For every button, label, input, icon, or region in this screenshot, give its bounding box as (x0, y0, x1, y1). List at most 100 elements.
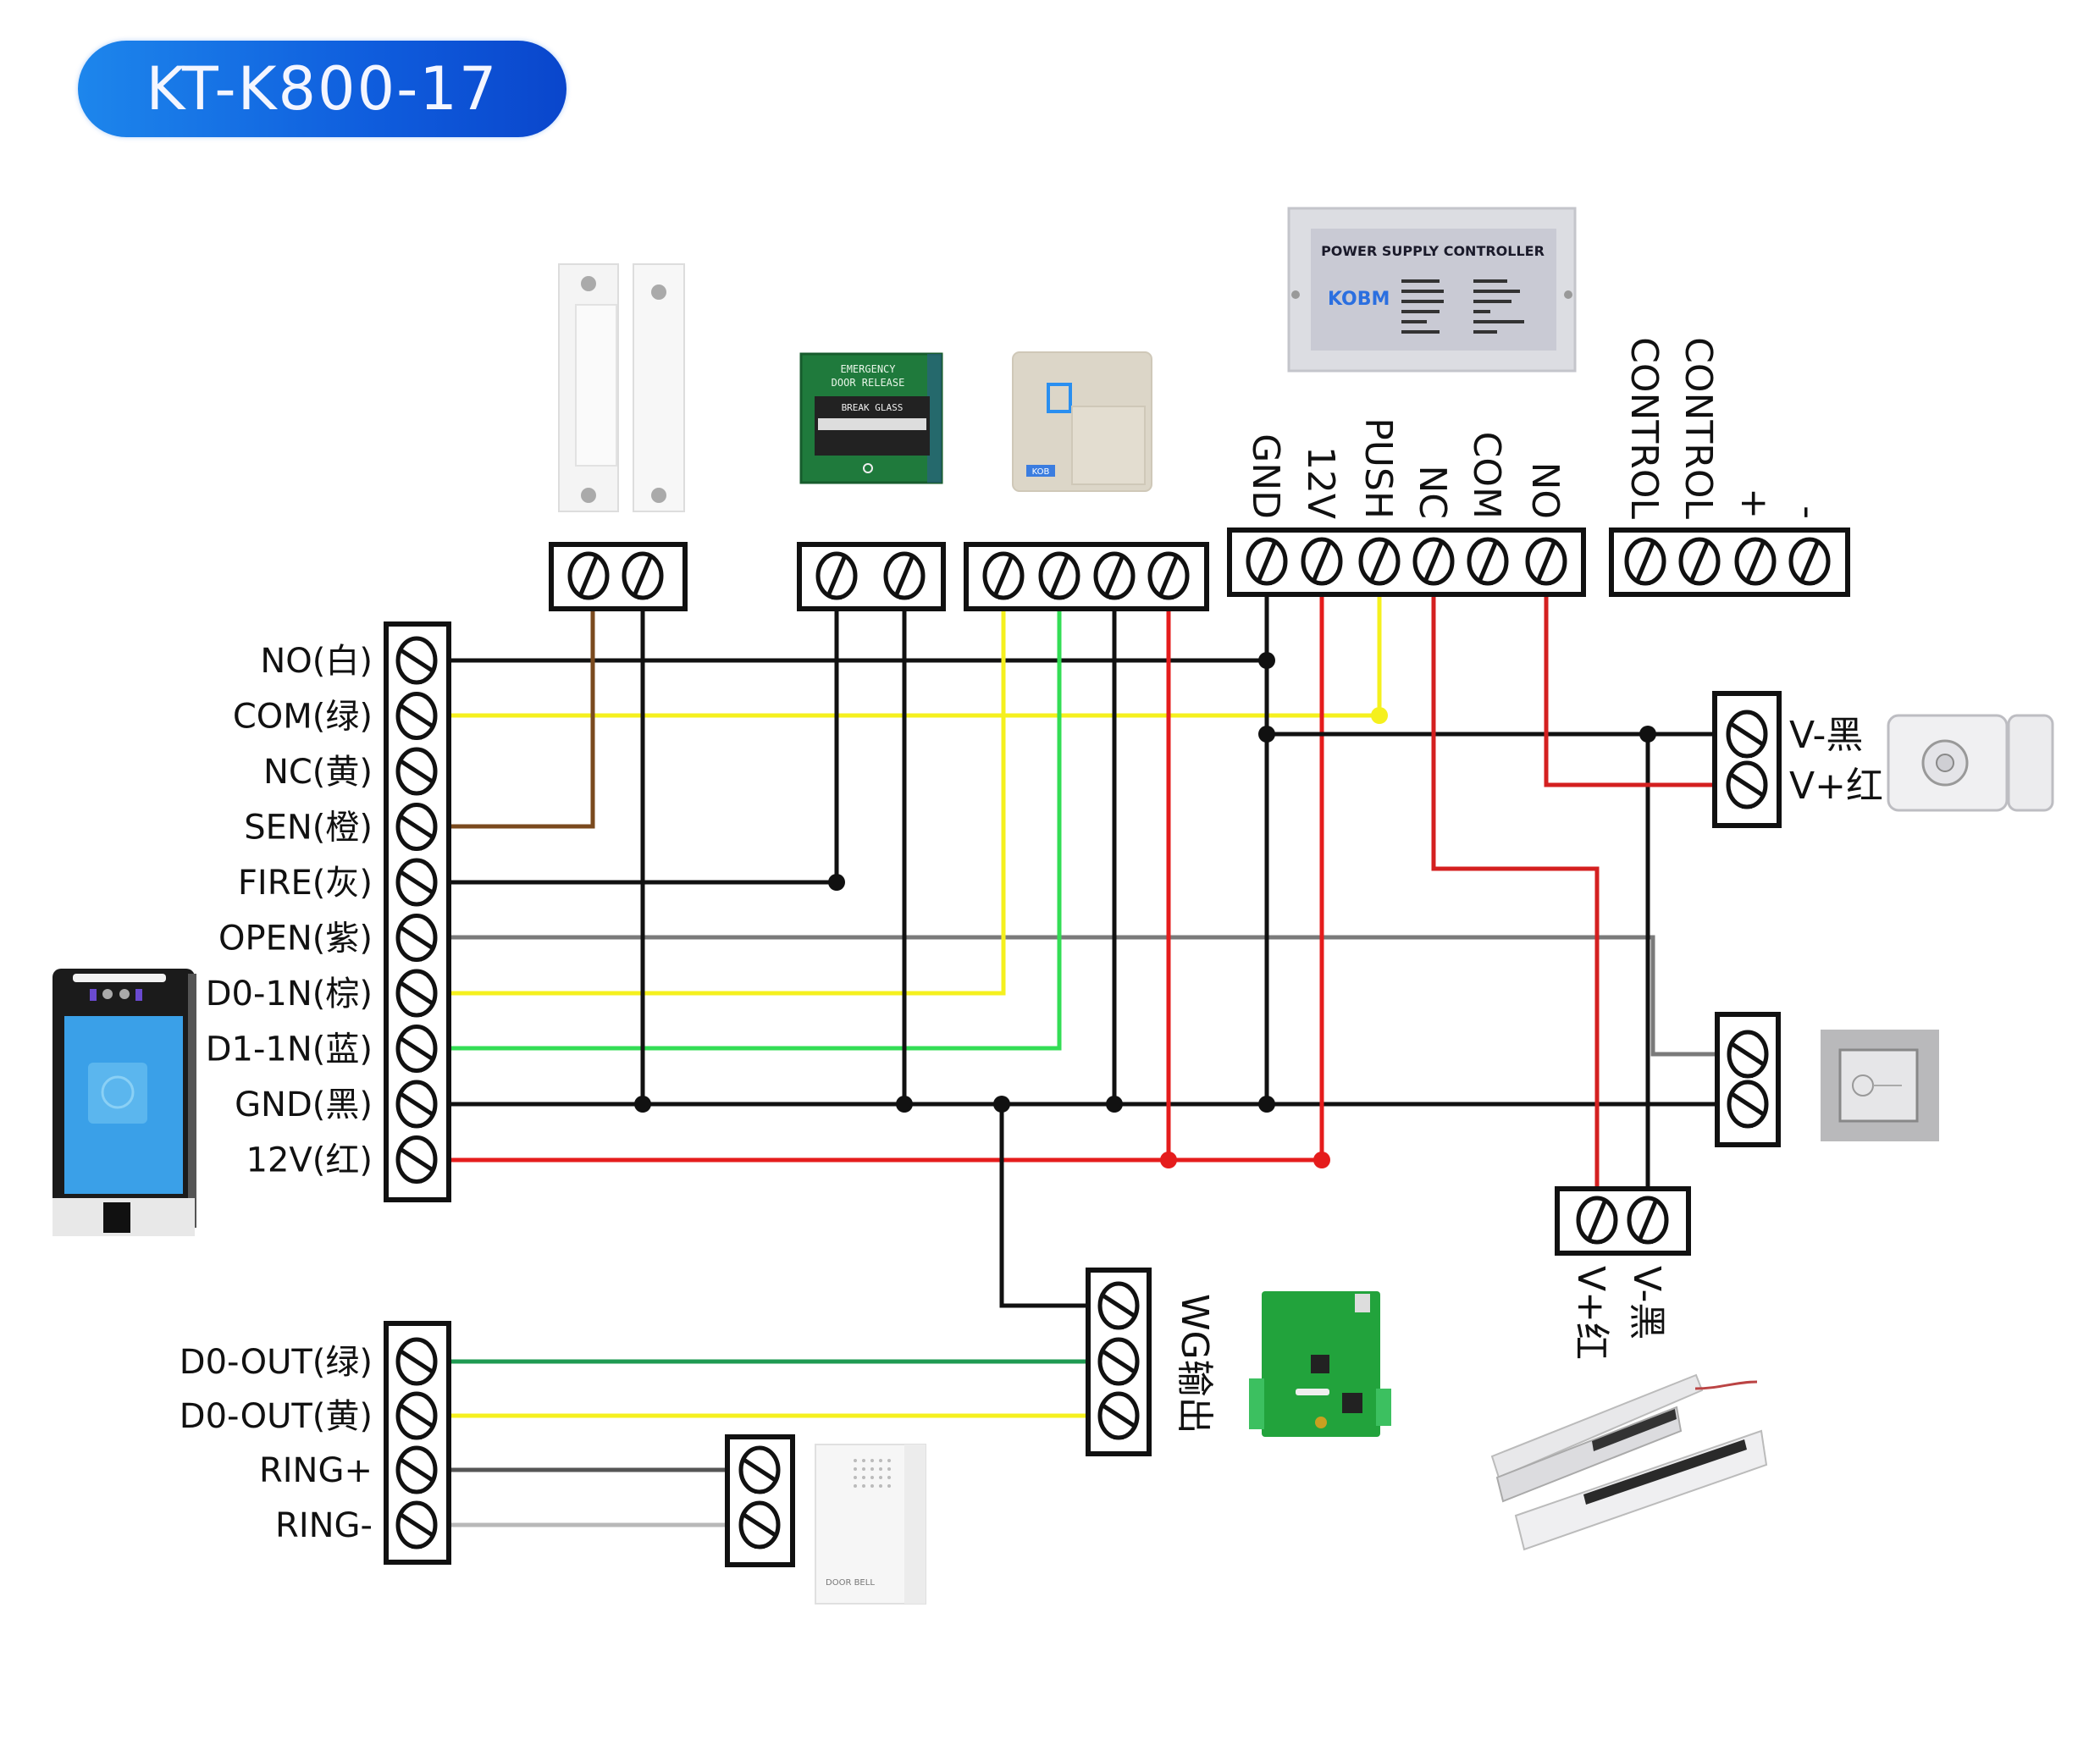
terminal-screw[interactable] (1147, 551, 1190, 600)
terminal-screw[interactable] (395, 1025, 438, 1073)
junction-dot (1106, 1096, 1123, 1113)
terminal-screw[interactable] (738, 1445, 781, 1494)
terminal-screw[interactable] (1576, 1196, 1618, 1245)
terminal-screw[interactable] (395, 969, 438, 1018)
maglock-label-vminus: V-黑 (1625, 1266, 1668, 1339)
wire-nc-maglock (1431, 596, 1600, 1187)
model-title: KT-K800-17 (146, 54, 499, 124)
maglock-label-vplus: V+红 (1569, 1266, 1612, 1360)
magnetic-lock-image (1490, 1373, 1768, 1551)
terminal-screw[interactable] (1467, 537, 1509, 586)
terminal-screw[interactable] (1246, 537, 1288, 586)
main-terminal-label: D0-1N(棕) (206, 975, 373, 1014)
terminal-screw[interactable] (395, 747, 438, 796)
terminal-screw[interactable] (1525, 537, 1567, 586)
break-glass-text: BREAK GLASS (842, 402, 904, 413)
terminal-screw[interactable] (1301, 537, 1343, 586)
terminal-screw[interactable] (1627, 1196, 1669, 1245)
wire-d0 (449, 610, 1006, 996)
terminal-screw[interactable] (395, 1445, 438, 1494)
terminal-screw[interactable] (815, 551, 858, 600)
face-terminal-image (52, 969, 196, 1236)
terminal-screw[interactable] (1097, 1337, 1140, 1386)
control-terminal-label: - (1787, 505, 1830, 519)
wire-no-lock (1544, 596, 1713, 787)
psu-terminal-label: PUSH (1357, 417, 1400, 519)
aux-terminal-label: RING+ (259, 1451, 373, 1490)
exit-button-image (1821, 1030, 1939, 1141)
wire-wg-gnd (999, 1104, 1086, 1308)
control-terminal-label: CONTROL (1622, 337, 1666, 519)
terminal-screw[interactable] (395, 858, 438, 907)
terminal-screw[interactable] (1038, 551, 1080, 600)
terminal-screw[interactable] (1734, 537, 1777, 586)
junction-dot (1639, 726, 1656, 743)
power-supply-image: POWER SUPPLY CONTROLLER KOBM (1287, 207, 1577, 373)
junction-dot (1258, 726, 1275, 743)
psu-brand: KOBM (1328, 289, 1390, 310)
main-terminal-label: SEN(橙) (244, 809, 373, 848)
aux-terminal-label: D0-OUT(绿) (180, 1343, 373, 1382)
aux-terminal-labels: D0-OUT(绿)D0-OUT(黄)RING+RING- (180, 1343, 373, 1545)
maglock-terminal-block (1555, 1186, 1691, 1256)
wg-output-label: WG输出 (1173, 1294, 1216, 1434)
terminal-screw[interactable] (1727, 1080, 1769, 1129)
aux-terminal-label: D0-OUT(黄) (180, 1397, 373, 1436)
lock-label-vplus: V+红 (1789, 765, 1883, 808)
terminal-screw[interactable] (1097, 1281, 1140, 1330)
main-terminal-label: COM(绿) (233, 698, 373, 737)
psu-terminal-block (1227, 528, 1586, 597)
main-terminal-label: NC(黄) (263, 753, 373, 792)
terminal-screw[interactable] (1678, 537, 1721, 586)
wire-d1 (449, 610, 1062, 1051)
main-terminal-label: GND(黑) (235, 1085, 373, 1124)
terminal-screw[interactable] (1412, 537, 1455, 586)
junction-dot (1258, 1096, 1275, 1113)
terminal-screw[interactable] (1624, 537, 1666, 586)
terminal-screw[interactable] (395, 1391, 438, 1440)
terminal-screw[interactable] (395, 1337, 438, 1386)
terminal-screw[interactable] (982, 551, 1025, 600)
terminal-screw[interactable] (395, 1135, 438, 1184)
junction-dot (828, 874, 845, 891)
wiegand-board-image (1249, 1291, 1391, 1437)
lock-label-vminus: V-黑 (1789, 714, 1863, 757)
doorbell-text: DOOR BELL (826, 1578, 875, 1588)
junction-dot (1160, 1152, 1177, 1168)
terminal-screw[interactable] (738, 1500, 781, 1549)
wire-sen (449, 610, 595, 829)
terminal-screw[interactable] (567, 551, 610, 600)
terminal-screw[interactable] (395, 636, 438, 685)
emergency-text-1: EMERGENCY (840, 363, 896, 375)
wg-terminal-block (1086, 1268, 1152, 1456)
control-terminal-label: + (1732, 488, 1776, 519)
control-terminal-block (1609, 528, 1850, 597)
psu-terminal-label: 12V (1299, 446, 1342, 519)
junction-dot (1371, 707, 1388, 724)
terminal-screw[interactable] (1358, 537, 1401, 586)
terminal-screw[interactable] (395, 803, 438, 851)
terminal-screw[interactable] (622, 551, 664, 600)
terminal-screw[interactable] (1727, 1030, 1769, 1079)
terminal-screw[interactable] (1788, 537, 1831, 586)
main-terminal-label: FIRE(灰) (238, 864, 373, 903)
fire-release-terminal (797, 542, 946, 611)
terminal-screw[interactable] (395, 1080, 438, 1129)
emergency-release-image: EMERGENCY DOOR RELEASE BREAK GLASS (799, 352, 943, 484)
wire-open (449, 935, 1716, 1057)
terminal-screw[interactable] (395, 692, 438, 740)
terminal-screw[interactable] (395, 1500, 438, 1549)
main-terminal-label: NO(白) (260, 642, 373, 681)
terminal-screw[interactable] (395, 914, 438, 962)
terminal-screw[interactable] (1726, 710, 1768, 759)
exit-button-terminal (1715, 1012, 1781, 1147)
terminal-screw[interactable] (1093, 551, 1136, 600)
terminal-screw[interactable] (1726, 760, 1768, 809)
junction-dot (993, 1096, 1010, 1113)
terminal-screw[interactable] (1097, 1391, 1140, 1440)
electric-lock-image (1887, 714, 2054, 812)
emergency-text-2: DOOR RELEASE (832, 377, 905, 389)
psu-title: POWER SUPPLY CONTROLLER (1321, 243, 1545, 259)
terminal-screw[interactable] (883, 551, 926, 600)
